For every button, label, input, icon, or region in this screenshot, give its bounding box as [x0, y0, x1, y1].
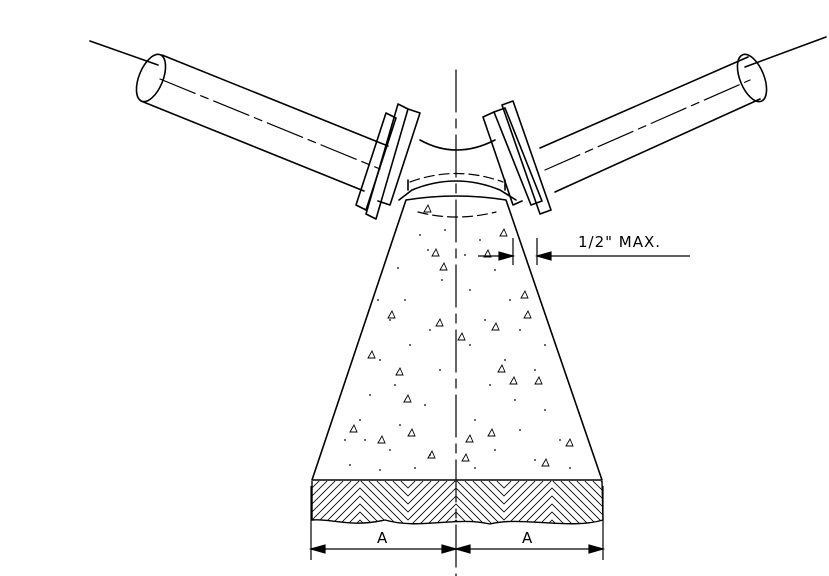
left-flange — [355, 103, 421, 220]
clearance-dimension — [478, 238, 690, 265]
right-pipe — [539, 36, 827, 193]
base-dimension-left-label: A — [377, 529, 388, 547]
soil-base — [311, 480, 604, 525]
concrete-stipple — [344, 203, 574, 471]
left-pipe — [89, 40, 389, 192]
clearance-note: 1/2" MAX. — [578, 233, 661, 251]
base-dimension-right-label: A — [522, 529, 533, 547]
right-flange — [482, 100, 552, 215]
bend-fitting — [398, 139, 517, 218]
thrust-block — [311, 195, 603, 481]
base-dimension — [308, 486, 606, 560]
